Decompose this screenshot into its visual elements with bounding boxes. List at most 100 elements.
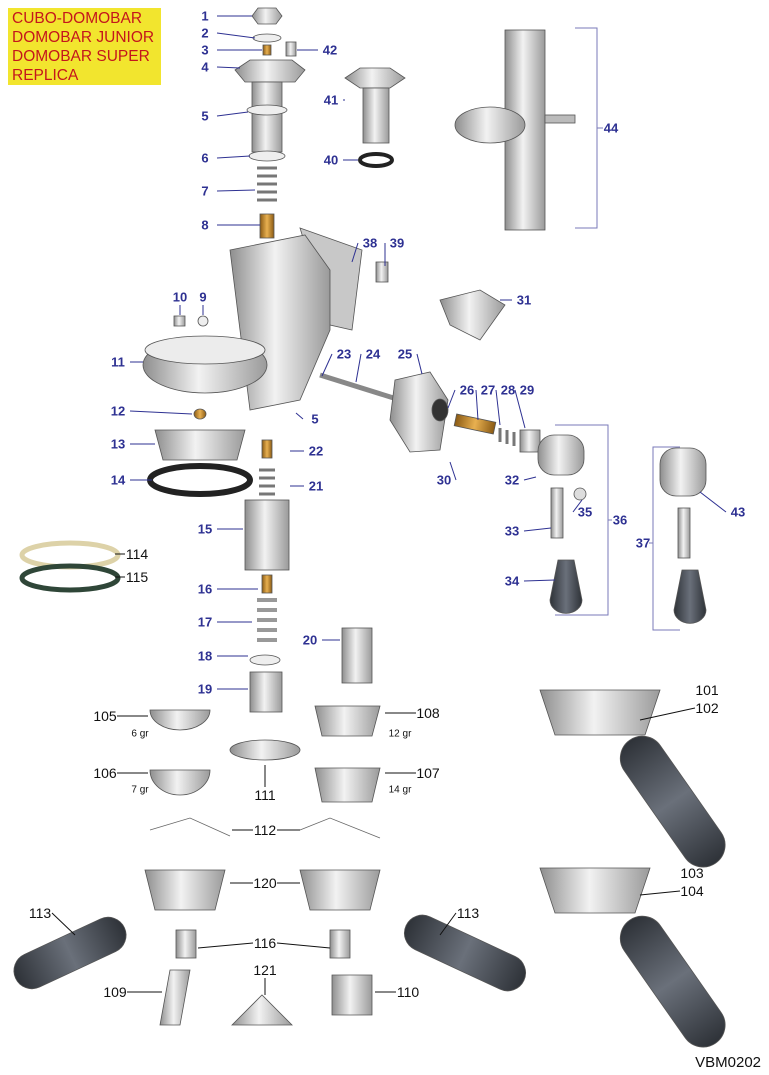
- callout-part: 20: [302, 632, 318, 648]
- callout-part: 26: [459, 382, 475, 398]
- callout-part: 36: [612, 512, 628, 528]
- callout-part: 33: [504, 523, 520, 539]
- leader-line: [495, 389, 501, 426]
- models-box: CUBO-DOMOBAR DOMOBAR JUNIOR DOMOBAR SUPE…: [8, 8, 161, 85]
- leader-line: [51, 912, 76, 936]
- leader-line: [514, 389, 526, 429]
- leader-lines: [51, 15, 727, 995]
- leader-line: [355, 353, 362, 383]
- brass-pin: [261, 574, 273, 594]
- callout-blk: 105: [93, 708, 117, 724]
- callout-part: 39: [389, 235, 405, 251]
- body: [362, 87, 390, 144]
- screw: [173, 315, 186, 327]
- leader-line: [523, 527, 552, 532]
- basket-107: [314, 767, 381, 803]
- basket-108: [314, 705, 381, 737]
- leader-line: [523, 476, 537, 481]
- leader-line: [523, 579, 556, 582]
- lever-flange: [389, 371, 449, 453]
- model-name: CUBO-DOMOBAR: [12, 10, 143, 27]
- leader-line: [321, 353, 333, 377]
- callout-part: 38: [362, 235, 378, 251]
- callout-part: 30: [436, 472, 452, 488]
- callout-part: 28: [500, 382, 516, 398]
- callout-part: 13: [110, 436, 126, 452]
- brass-pin: [261, 439, 273, 459]
- leader-line: [197, 942, 254, 949]
- callout-blk: 114: [125, 546, 149, 562]
- handle-113: [13, 916, 127, 990]
- screw: [285, 41, 297, 57]
- model-name: DOMOBAR JUNIOR: [12, 29, 155, 46]
- callout-blk: 106: [93, 765, 117, 781]
- leader-line: [276, 942, 331, 949]
- basket-105: [149, 709, 211, 731]
- handle-113: [404, 914, 526, 992]
- callout-part: 10: [172, 289, 188, 305]
- callout-blk: 110: [396, 984, 420, 1000]
- callout-part: 43: [730, 504, 746, 520]
- callout-blk: 109: [103, 984, 127, 1000]
- callout-part: 41: [323, 92, 339, 108]
- leader-line: [639, 890, 681, 896]
- callout-part: 42: [322, 42, 338, 58]
- leader-line: [129, 410, 193, 415]
- brass-sleeve: [453, 413, 497, 435]
- callout-gr: 14 gr: [388, 784, 412, 796]
- gasket-115: [19, 563, 121, 593]
- brackets: [555, 27, 680, 631]
- callout-part: 6: [201, 150, 209, 166]
- callout-part: 22: [308, 443, 324, 459]
- callout-part: 31: [516, 292, 532, 308]
- callout-part: 27: [480, 382, 496, 398]
- callout-part: 37: [635, 535, 651, 551]
- callout-blk: 112: [253, 822, 277, 838]
- callout-part: 18: [197, 648, 213, 664]
- callout-part: 7: [201, 183, 209, 199]
- brass-pin: [262, 44, 272, 56]
- nut: [519, 429, 541, 453]
- leader-line: [439, 912, 457, 936]
- leader-line: [295, 412, 304, 420]
- fitting-19: [249, 671, 283, 713]
- knob: [673, 569, 707, 624]
- spring-clip-112: [149, 817, 381, 839]
- callout-part: 25: [397, 346, 413, 362]
- spout-116: [175, 929, 197, 959]
- callout-part: 1: [201, 8, 209, 24]
- callout-part: 9: [199, 289, 207, 305]
- callout-blk: 113: [456, 905, 480, 921]
- shower-screw: [193, 408, 207, 420]
- leader-line: [351, 242, 359, 263]
- bracket-36: [555, 424, 612, 616]
- stem: [677, 507, 691, 559]
- leader-line: [216, 155, 251, 159]
- spout-116: [329, 929, 351, 959]
- cam: [537, 434, 585, 476]
- cam-43: [659, 447, 707, 497]
- portafilter-101: [539, 689, 661, 736]
- callout-blk: 103: [680, 865, 704, 881]
- callout-part: 40: [323, 152, 339, 168]
- leader-line: [216, 111, 249, 117]
- valve-15: [244, 499, 290, 571]
- callout-part: 5: [311, 411, 319, 427]
- leader-line: [447, 389, 456, 409]
- callout-blk: 113: [28, 905, 52, 921]
- leader-line: [572, 499, 583, 513]
- portafilter-120: [299, 869, 381, 911]
- callout-part: 2: [201, 25, 209, 41]
- flange: [234, 59, 306, 83]
- callout-gr: 12 gr: [388, 728, 412, 740]
- callout-part: 15: [197, 521, 213, 537]
- handle-103: [619, 915, 726, 1048]
- callout-part: 4: [201, 59, 209, 75]
- spring: [259, 468, 275, 496]
- washer: [249, 654, 281, 666]
- leader-line: [416, 353, 423, 375]
- callout-blk: 120: [253, 875, 277, 891]
- leader-line: [475, 389, 479, 421]
